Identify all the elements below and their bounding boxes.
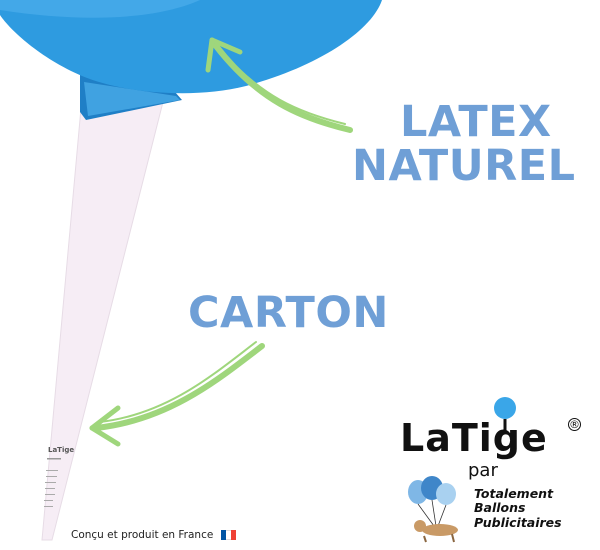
- company-line1: Totalement: [474, 486, 554, 501]
- france-flag-icon: [221, 530, 237, 540]
- logo-wordmark: LaTige: [400, 416, 548, 460]
- carton-label: CARTON: [188, 288, 389, 338]
- paper-stick: [41, 74, 164, 541]
- latex-label-line1: LATEX: [400, 97, 552, 147]
- arrow-to-balloon: [205, 37, 353, 133]
- svg-text:LaTige: LaTige: [48, 446, 74, 454]
- made-in-france-text: Conçu et produit en France: [71, 529, 214, 541]
- stick-print: LaTige: [44, 446, 74, 507]
- company-name: Totalement Ballons Publicitaires: [474, 486, 594, 530]
- balloons-dog-illustration: [408, 476, 458, 543]
- arrow-to-stick: [89, 341, 265, 447]
- latex-label-line2: NATUREL: [352, 141, 576, 191]
- balloon: [0, 0, 382, 94]
- registered-mark: ®: [568, 418, 581, 431]
- balloon-dot-icon: [494, 397, 516, 434]
- latige-logo: LaTige ® par Totalement Ballons Publicit…: [400, 396, 590, 544]
- company-line3: Publicitaires: [474, 514, 562, 530]
- logo-par: par: [468, 460, 498, 481]
- company-line2: Ballons: [474, 500, 526, 516]
- footer: Conçu et produit en France: [71, 529, 237, 541]
